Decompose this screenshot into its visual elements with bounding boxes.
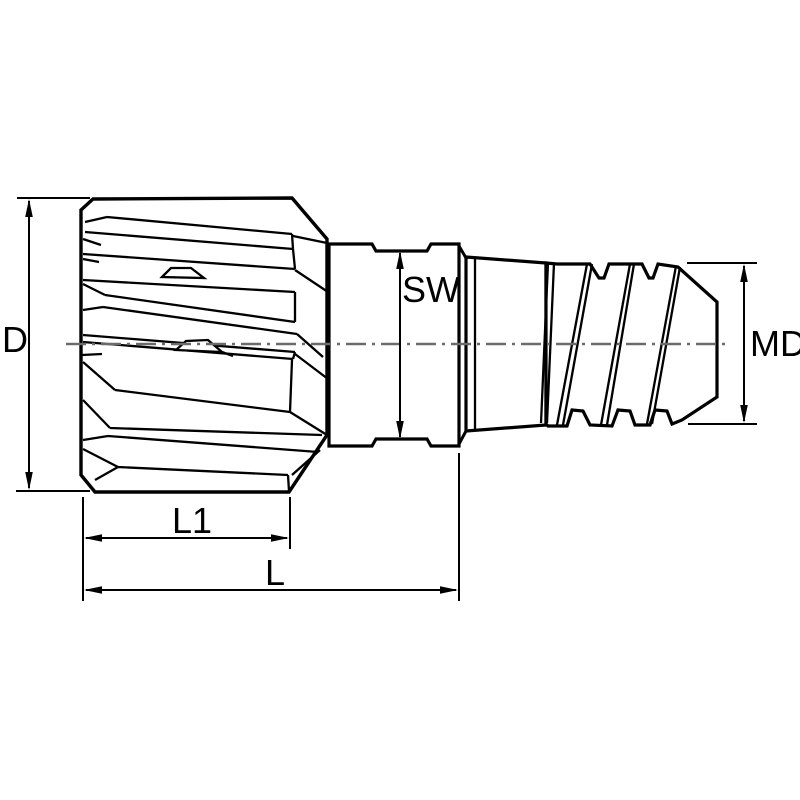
label-diameter: D (2, 319, 28, 360)
dim-l1-arrow-left (84, 534, 102, 542)
head-tooth-bump-upper (159, 266, 208, 280)
label-head-length: L1 (172, 500, 213, 541)
dim-d-extension-lines (16, 197, 90, 492)
dim-md-extension-lines (687, 262, 757, 425)
label-thread-diameter: MD (750, 323, 800, 364)
dim-sw-arrow-down (396, 421, 404, 439)
dim-overall-length (84, 453, 460, 601)
dim-sw-arrow-up (396, 251, 404, 269)
dim-md-arrow-down (740, 405, 748, 423)
dim-l1-arrow-right (271, 534, 289, 542)
dim-l-arrow-right (440, 586, 458, 594)
head-flute-lines (81, 215, 329, 492)
dim-md-arrow-up (740, 264, 748, 282)
dim-d-arrow-down (25, 472, 33, 490)
dim-l-arrow-left (84, 586, 102, 594)
dim-thread-diameter (687, 262, 757, 425)
label-overall-length: L (265, 552, 286, 593)
dim-head-length (82, 497, 291, 601)
dim-wrench-size (396, 251, 404, 439)
label-wrench-size: SW (402, 269, 460, 310)
dim-l1-extension-lines (82, 497, 291, 601)
dim-d-arrow-up (25, 199, 33, 217)
dim-diameter (16, 197, 90, 492)
